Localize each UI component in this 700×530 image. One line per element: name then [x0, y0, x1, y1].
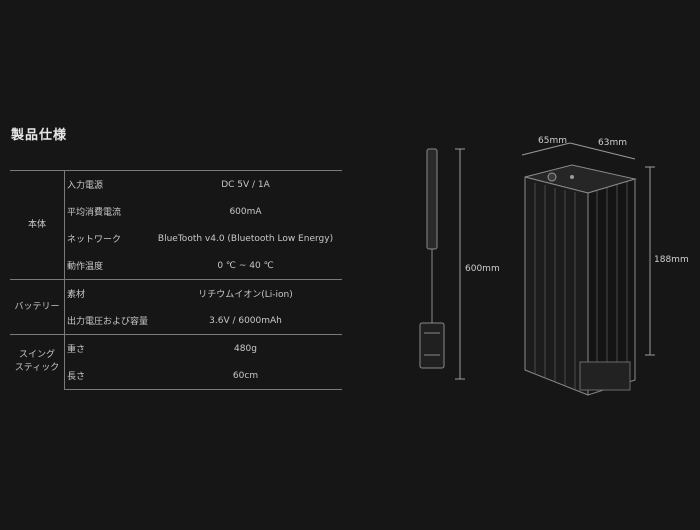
- height-dimension: [645, 166, 655, 356]
- main-unit-illustration: [524, 164, 637, 396]
- table-row: ネットワーク BlueTooth v4.0 (Bluetooth Low Ene…: [10, 225, 342, 252]
- table-row: バッテリー 素材 リチウムイオン(Li-ion): [10, 279, 342, 335]
- table-row: 平均消費電流 600mA: [10, 198, 342, 225]
- top-dimension-lines: [521, 142, 636, 160]
- row-label: 出力電圧および容量: [67, 317, 149, 327]
- spec-table: 本体 入力電源 DC 5V / 1A 平均消費電流 600mA ネットワーク B…: [10, 170, 342, 390]
- row-value: 3.6V / 6000mAh: [209, 315, 282, 326]
- table-row: スイング スティック 重さ 480g: [10, 334, 342, 390]
- row-label: ネットワーク: [67, 235, 122, 245]
- row-value: 60cm: [149, 362, 342, 390]
- row-label: 入力電源: [64, 170, 150, 198]
- height-label: 188mm: [654, 255, 689, 265]
- table-row: 出力電圧および容量 3.6V / 6000mAh: [10, 307, 342, 335]
- row-value: DC 5V / 1A: [149, 170, 342, 198]
- table-row: 長さ 60cm: [10, 362, 342, 390]
- depth-label: 63mm: [598, 138, 627, 148]
- product-dimension-drawing: 600mm 65mm 63mm 188mm: [419, 136, 689, 396]
- stick-length-dimension: [455, 148, 465, 380]
- page-title: 製品仕様: [11, 128, 68, 143]
- row-label: 素材: [64, 279, 150, 307]
- group-swing-stick: スイング スティック: [10, 334, 65, 390]
- row-value: リチウムイオン(Li-ion): [149, 279, 342, 307]
- table-row: 本体 入力電源 DC 5V / 1A: [10, 170, 342, 280]
- stick-length-label: 600mm: [465, 264, 500, 274]
- row-value: 600mA: [229, 206, 262, 217]
- row-value: 480g: [149, 334, 342, 362]
- row-label: 動作温度: [67, 262, 104, 272]
- table-row: 動作温度 0 ℃ ~ 40 ℃: [10, 252, 342, 280]
- row-value: 0 ℃ ~ 40 ℃: [217, 260, 274, 271]
- row-label: 平均消費電流: [67, 208, 122, 218]
- row-label: 長さ: [64, 362, 150, 390]
- row-label: 重さ: [64, 334, 150, 362]
- row-value: BlueTooth v4.0 (Bluetooth Low Energy): [157, 233, 334, 244]
- width-label: 65mm: [538, 136, 567, 146]
- group-battery: バッテリー: [10, 279, 65, 335]
- swing-stick-illustration: [419, 148, 445, 369]
- group-main-unit: 本体: [10, 170, 65, 280]
